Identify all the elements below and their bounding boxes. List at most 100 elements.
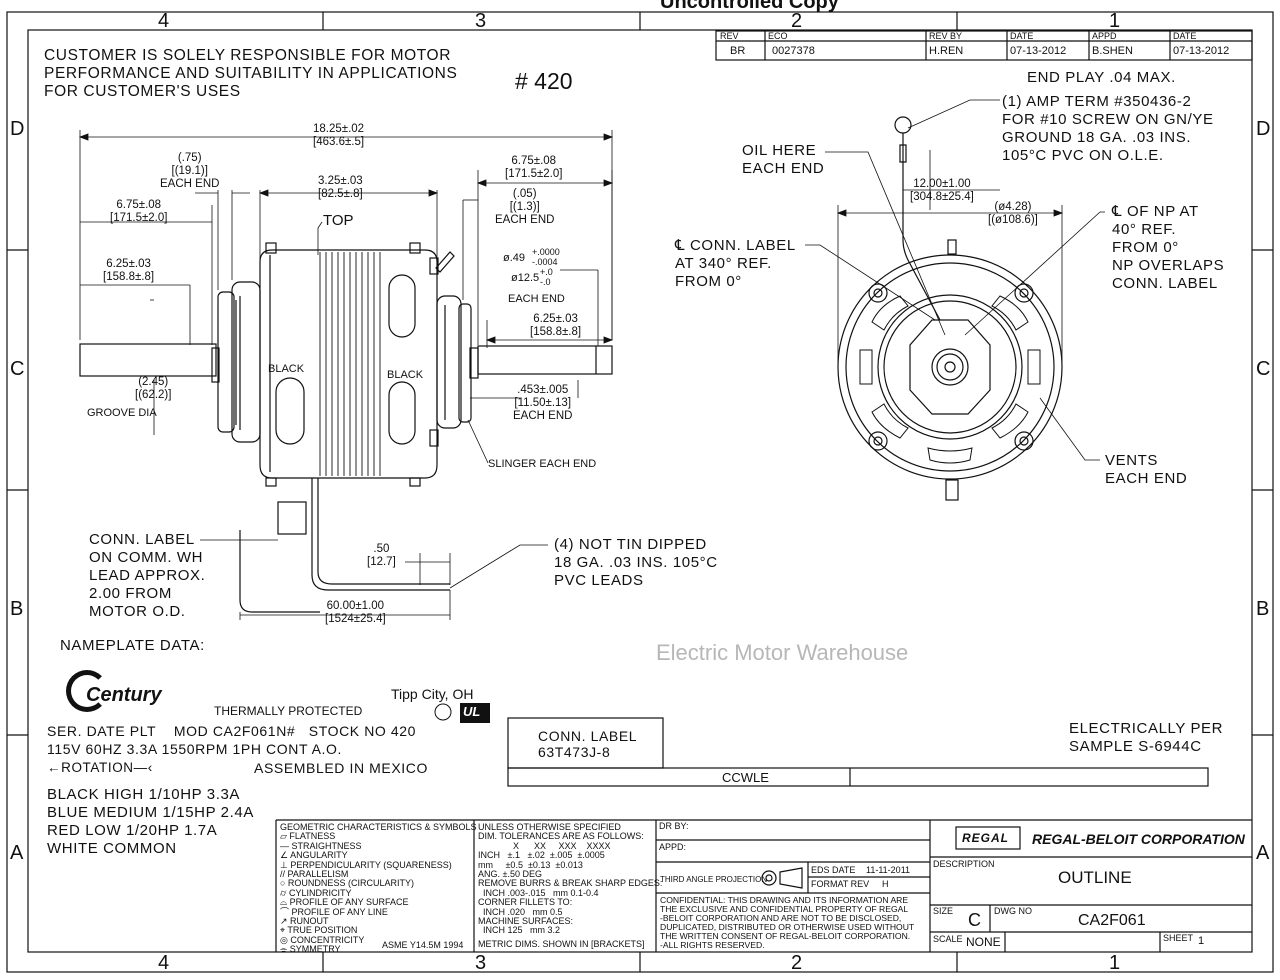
rev-header-date: DATE — [1010, 31, 1034, 41]
dim-ground-lead-length: 12.00±1.00 [304.8±25.4] — [910, 178, 974, 203]
zone-col-2-bottom: 2 — [791, 952, 803, 974]
eds-date-value: 11-11-2011 — [866, 865, 911, 875]
dim-050: .50 [12.7] — [367, 543, 396, 568]
dim-shaft-dia: ø.49 — [503, 252, 526, 264]
zone-row-c-right: C — [1256, 358, 1271, 380]
zone-row-a: A — [10, 842, 24, 864]
black-lead-label-left: BLACK — [268, 363, 305, 375]
eds-date-label: EDS DATE — [811, 865, 856, 875]
tolerances-block: UNLESS OTHERWISE SPECIFIED DIM. TOLERANC… — [478, 822, 663, 936]
conn-label-ref-note: ℄ CONN. LABEL AT 340° REF. FROM 0° — [675, 237, 796, 290]
rev-header-rev-by: REV BY — [929, 31, 963, 41]
groove-dia-label: GROOVE DIA — [87, 407, 157, 419]
motor-side-view — [79, 242, 613, 613]
format-rev-label: FORMAT REV — [811, 879, 870, 889]
rev-header-rev: REV — [720, 31, 739, 41]
nameplate-heading: NAMEPLATE DATA: — [60, 637, 205, 654]
vents-note: VENTS EACH END — [1105, 452, 1188, 487]
scale-label: SCALE — [933, 934, 963, 944]
ccwle-box — [507, 767, 1209, 787]
top-label: TOP — [323, 212, 354, 229]
regal-logo: REGAL — [962, 831, 1009, 845]
rev-value-date: 07-13-2012 — [1010, 45, 1067, 57]
assembled-in-mexico: ASSEMBLED IN MEXICO — [254, 760, 428, 776]
dim-right-625: 6.25±.03 [158.8±.8] — [530, 313, 582, 338]
lead-color-list: BLACK HIGH 1/10HP 3.3A BLUE MEDIUM 1/15H… — [47, 786, 254, 857]
rev-header-appd: APPD — [1092, 31, 1117, 41]
zone-col-4: 4 — [158, 10, 170, 32]
zone-row-a-right: A — [1256, 842, 1270, 864]
conn-label-comm-note: CONN. LABEL ON COMM. WH LEAD APPROX. 2.0… — [89, 531, 206, 620]
dim-shaft-mm-tol: +.0 -.0 — [540, 267, 553, 287]
dim-075-each-end: (.75) [(19.1)] EACH END — [160, 152, 220, 190]
dim-right-675: 6.75±.08 [171.5±2.0] — [505, 155, 563, 180]
uncontrolled-copy-title: Uncontrolled Copy — [660, 0, 839, 13]
black-lead-label-right: BLACK — [387, 369, 424, 381]
rev-header-eco: ECO — [768, 31, 788, 41]
zone-col-1-bottom: 1 — [1109, 952, 1121, 974]
description-label: DESCRIPTION — [933, 859, 995, 869]
third-angle-label: THIRD ANGLE PROJECTION — [660, 875, 768, 884]
size-value: C — [968, 910, 981, 930]
amp-term-note: (1) AMP TERM #350436-2 FOR #10 SCREW ON … — [1002, 93, 1214, 164]
zone-col-3: 3 — [475, 10, 487, 32]
rotation-label: ←ROTATION—‹ — [47, 760, 153, 775]
dim-lead-length: 60.00±1.00 [1524±25.4] — [325, 600, 386, 625]
dim-shaft-mm: ø12.5 — [511, 272, 540, 284]
watermark: Electric Motor Warehouse — [656, 640, 909, 665]
tipp-city: Tipp City, OH — [391, 686, 474, 702]
dim-overall-length: 18.25±.02 [463.6±.5] — [313, 123, 365, 148]
century-logo: Century — [86, 684, 162, 706]
rev-value-eco: 0027378 — [772, 45, 815, 57]
geometric-symbols-list: GEOMETRIC CHARACTERISTICS & SYMBOLS ⏥ FL… — [280, 822, 477, 955]
rev-value-appd: B.SHEN — [1092, 45, 1133, 57]
ccwle-label: CCWLE — [722, 770, 769, 785]
dim-motor-od: (ø4.28) [(ø108.6)] — [988, 201, 1038, 226]
revision-table — [715, 30, 1253, 61]
zone-row-b-right: B — [1256, 598, 1270, 620]
format-rev-value: H — [882, 879, 889, 889]
rev-header-date2: DATE — [1173, 31, 1197, 41]
np-ref-note: ℄ OF NP AT 40° REF. FROM 0° NP OVERLAPS … — [1112, 203, 1225, 292]
title-block-lines — [275, 819, 1252, 952]
nameplate-line-2: 115V 60HZ 3.3A 1550RPM 1PH CONT A.O. — [47, 741, 342, 757]
scale-value: NONE — [966, 935, 1001, 949]
rev-value-rev-by: H.REN — [929, 45, 964, 57]
dim-shaft-tol: +.0000 -.0004 — [532, 247, 560, 267]
rev-value-rev: BR — [730, 45, 746, 57]
company-name: REGAL-BELOIT CORPORATION — [1032, 831, 1245, 847]
century-swoosh-icon — [66, 670, 108, 712]
zone-col-2: 2 — [791, 10, 803, 32]
dwg-no-label: DWG NO — [994, 906, 1032, 916]
motor-end-view — [805, 99, 1105, 501]
slinger-label: SLINGER EACH END — [488, 458, 597, 470]
zone-row-b: B — [10, 598, 24, 620]
sheet-value: 1 — [1198, 935, 1205, 947]
ul-mark-bg — [460, 703, 490, 723]
metric-note: METRIC DIMS. SHOWN IN [BRACKETS] — [478, 939, 645, 949]
nameplate-line-1: SER. DATE PLT MOD CA2F061N# STOCK NO 420 — [47, 723, 417, 739]
dim-0453-each-end: .453±.005 [11.50±.13] EACH END — [513, 384, 573, 422]
description-value: OUTLINE — [1058, 868, 1132, 887]
zone-row-c: C — [10, 358, 25, 380]
oil-here-note: OIL HERE EACH END — [742, 142, 825, 177]
dim-shaft-each-end: EACH END — [508, 293, 565, 305]
dr-by-label: DR BY: — [659, 821, 689, 831]
customer-note: CUSTOMER IS SOLELY RESPONSIBLE FOR MOTOR… — [44, 47, 458, 100]
zone-col-3-bottom: 3 — [475, 952, 487, 974]
dwg-no-value: CA2F061 — [1078, 912, 1146, 929]
not-tin-dipped-note: (4) NOT TIN DIPPED 18 GA. .03 INS. 105°C… — [554, 536, 718, 589]
dim-groove-dia-value: (2.45) [(62.2)] — [135, 376, 172, 401]
dim-005-each-end: (.05) [(1.3)] EACH END — [495, 188, 555, 226]
dim-left-625: 6.25±.03 [158.8±.8] — [103, 258, 155, 283]
rev-value-date2: 07-13-2012 — [1173, 45, 1230, 57]
dim-325: 3.25±.03 [82.5±.8] — [318, 175, 363, 200]
zone-col-4-bottom: 4 — [158, 952, 170, 974]
appd-label: APPD: — [659, 842, 687, 852]
end-play-note: END PLAY .04 MAX. — [1027, 69, 1176, 86]
zone-col-1: 1 — [1109, 10, 1121, 32]
size-label: SIZE — [933, 906, 954, 916]
zone-row-d-right: D — [1256, 118, 1271, 140]
dim-left-675: 6.75±.08 [171.5±2.0] — [110, 199, 168, 224]
